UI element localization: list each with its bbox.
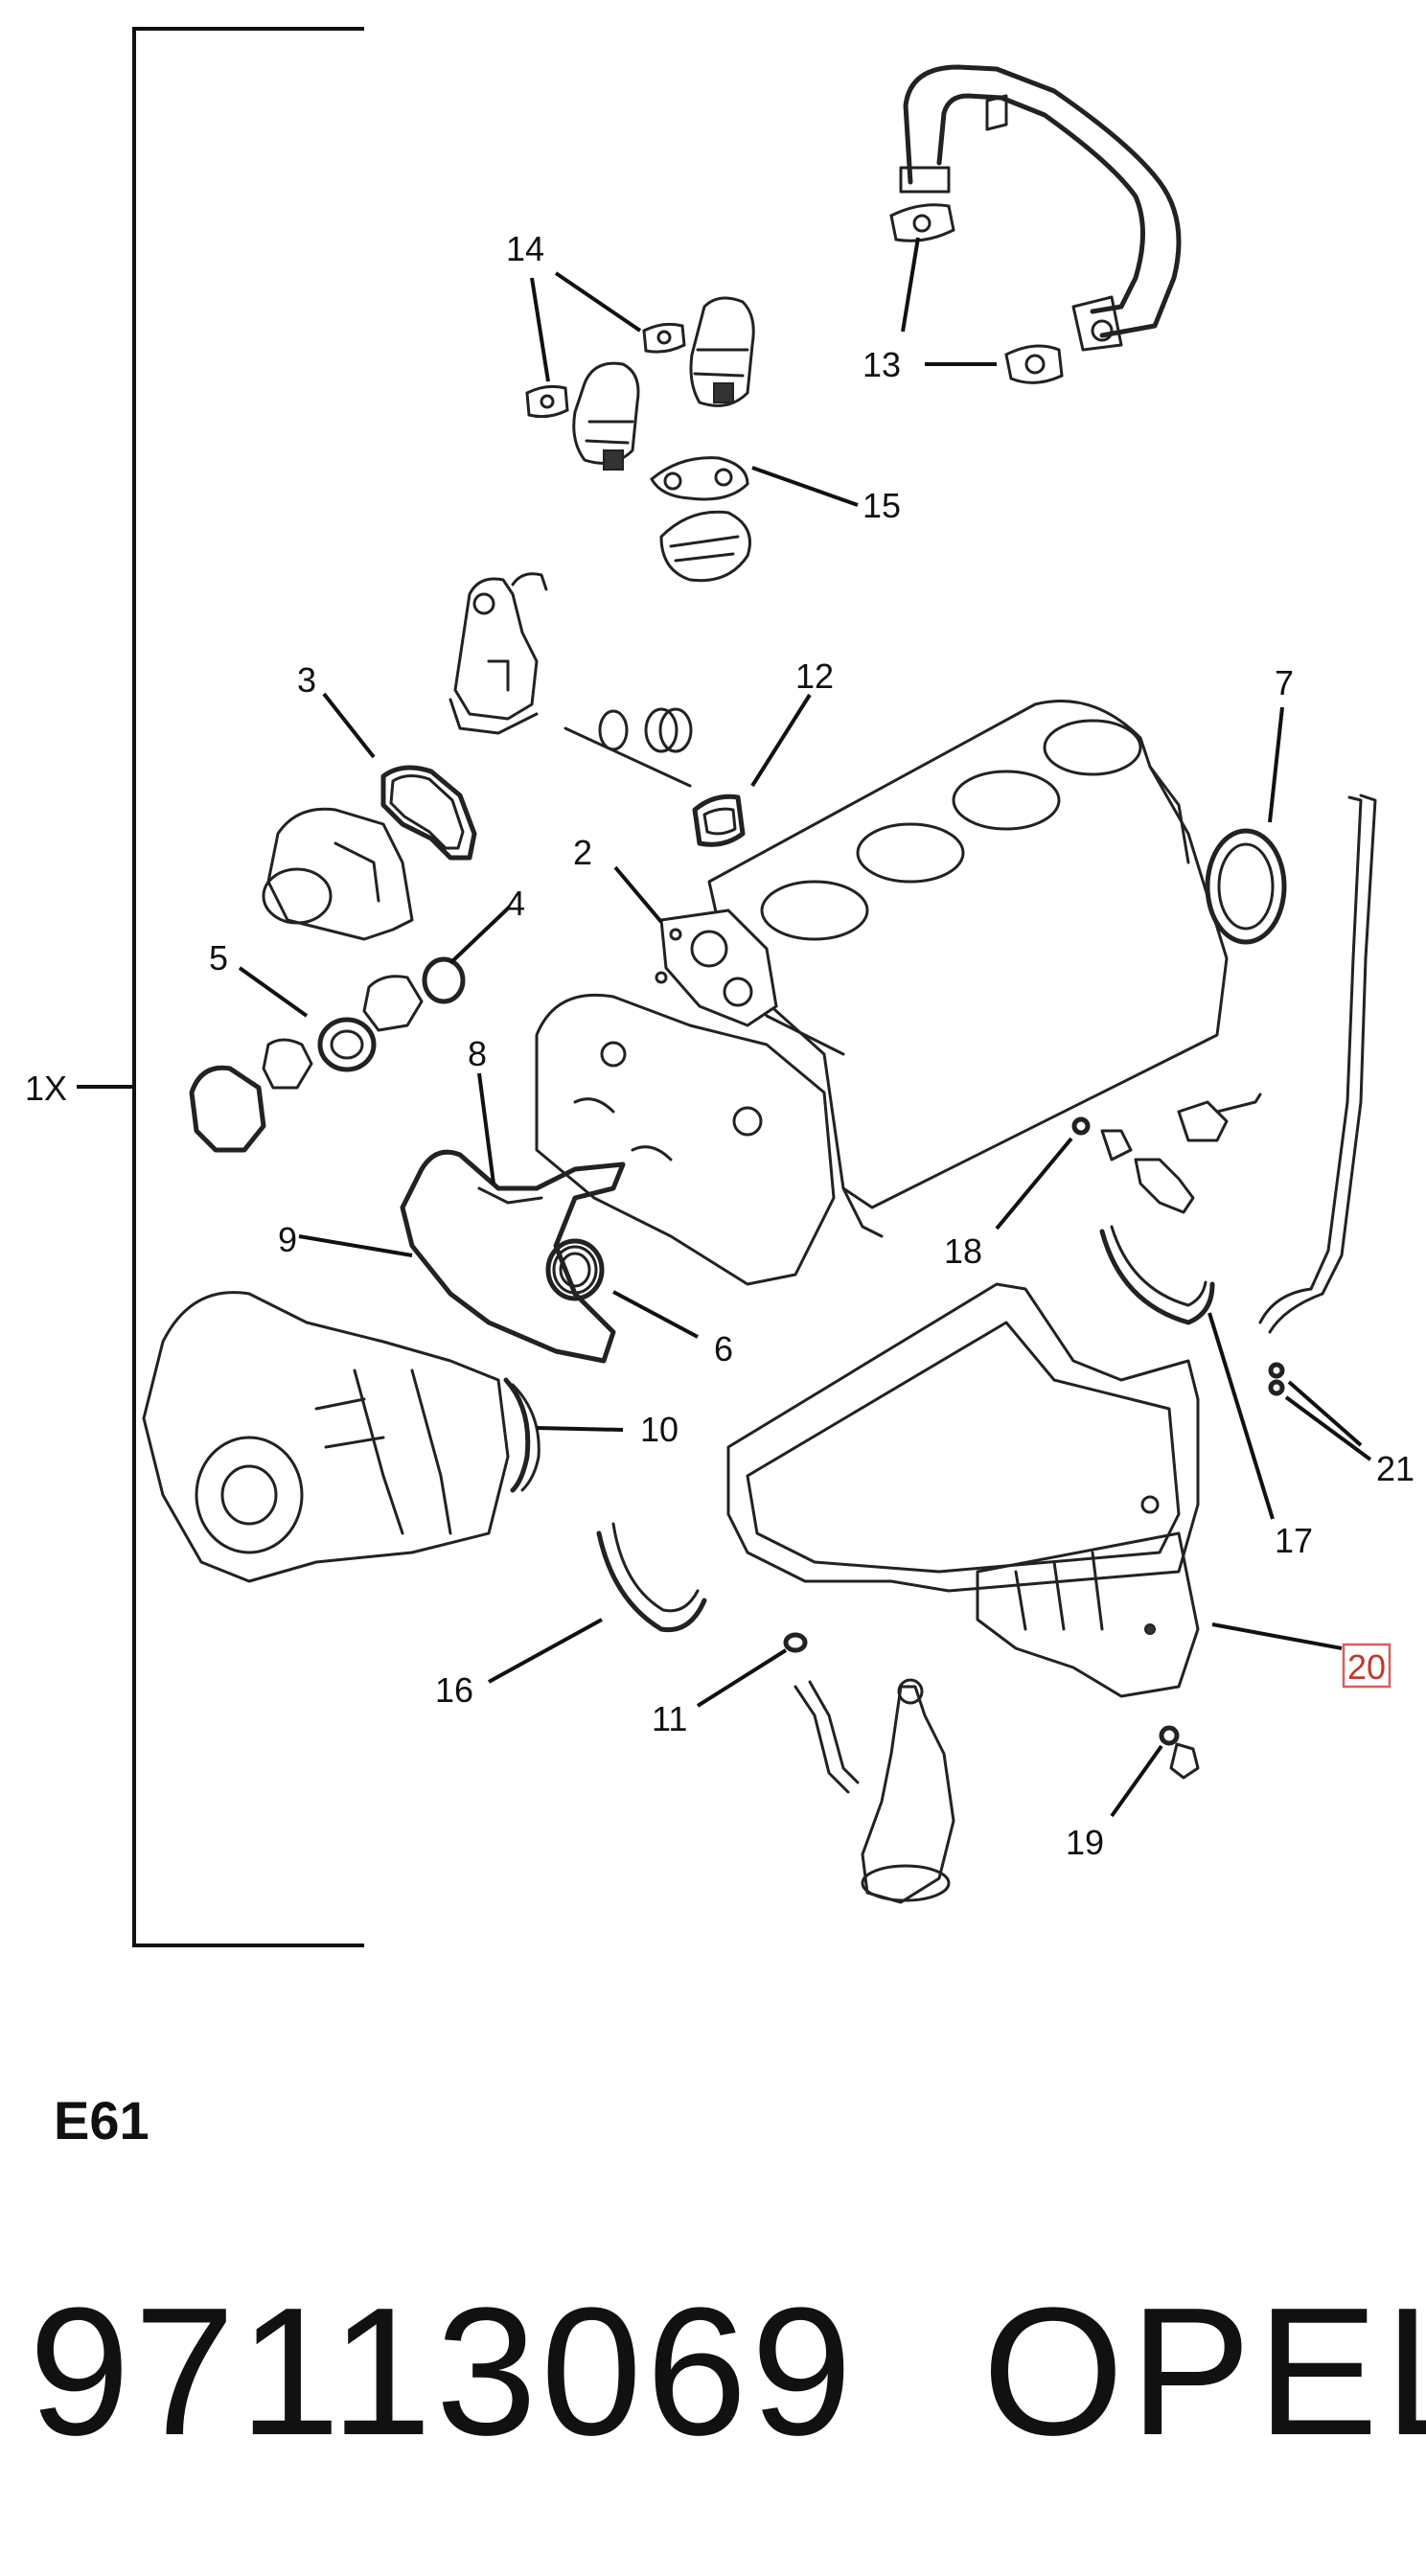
part-13-gaskets — [889, 203, 1064, 384]
callout-4: 4 — [506, 884, 525, 923]
callout-16: 16 — [435, 1670, 473, 1710]
timing-cover — [535, 993, 836, 1286]
oil-pan-gasket — [726, 1282, 1200, 1593]
callout-12: 12 — [795, 656, 834, 696]
dipstick-tube — [1258, 794, 1377, 1334]
part-2-gasket — [655, 908, 778, 1027]
part-17-half-seal — [1099, 1225, 1215, 1325]
callout-19: 19 — [1066, 1823, 1104, 1862]
part-18-sensors — [1071, 1092, 1262, 1214]
section-code: E61 — [54, 2090, 150, 2150]
part-14-egr-valves — [525, 296, 755, 471]
callout-10: 10 — [640, 1410, 678, 1449]
callout-labels: 2 3 4 5 6 7 8 9 10 11 12 13 14 15 16 17 … — [209, 229, 1414, 1862]
part-11-washer — [783, 1632, 808, 1653]
callout-13: 13 — [862, 345, 901, 384]
part-12-gasket — [692, 794, 746, 847]
part-21-o-rings — [1268, 1362, 1285, 1396]
leader-lines — [238, 237, 1372, 1818]
callout-7: 7 — [1275, 663, 1294, 702]
part-6-seal — [545, 1238, 605, 1301]
part-10-half-seal — [503, 1377, 540, 1493]
oil-pickup — [794, 1678, 955, 1904]
callout-14: 14 — [506, 229, 544, 268]
part-15-manifold — [650, 456, 751, 583]
callout-3: 3 — [297, 660, 316, 700]
part-5-seal — [189, 975, 424, 1153]
callout-11: 11 — [652, 1699, 687, 1738]
callout-5: 5 — [209, 938, 228, 978]
callout-21: 21 — [1376, 1449, 1414, 1488]
callout-9: 9 — [278, 1220, 297, 1259]
callout-6: 6 — [714, 1329, 733, 1368]
kit-bracket: 1X — [25, 27, 364, 1947]
brand-name: OPEL — [982, 2270, 1426, 2473]
quantity-label: 1X — [25, 1069, 67, 1108]
part-20-oil-pan — [976, 1531, 1200, 1698]
part-19-washer — [1159, 1725, 1200, 1780]
callout-8: 8 — [468, 1034, 487, 1073]
callout-17: 17 — [1275, 1521, 1313, 1560]
callout-15: 15 — [862, 486, 901, 525]
callout-2: 2 — [573, 833, 592, 872]
part-16-half-seal — [596, 1522, 707, 1633]
callout-20: 20 — [1347, 1647, 1386, 1687]
part-8-9-timing-gasket — [400, 1149, 626, 1364]
part-7-seal — [1205, 828, 1287, 945]
callout-20-highlight — [1342, 1643, 1392, 1689]
part-4-o-ring — [422, 956, 466, 1004]
part-number: 97113069 — [29, 2270, 857, 2473]
ventilation-pipe — [899, 64, 1182, 352]
thermostat-housing — [448, 572, 693, 788]
engine-block — [707, 700, 1229, 1238]
transmission-housing — [142, 1291, 510, 1583]
part-3-gasket — [380, 765, 477, 861]
oil-pump-housing — [262, 807, 414, 941]
callout-18: 18 — [944, 1231, 982, 1271]
